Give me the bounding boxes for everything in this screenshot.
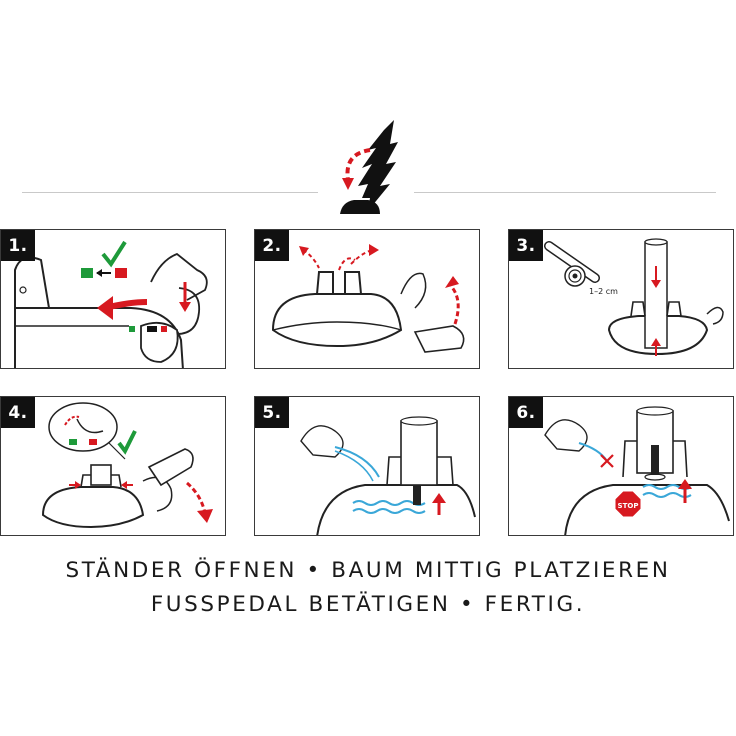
- step-2-panel: 2.: [254, 229, 480, 369]
- caption-line-1: STÄNDER ÖFFNEN • BAUM MITTIG PLATZIEREN: [65, 558, 671, 583]
- step-number: 2.: [255, 230, 289, 261]
- divider-right: [414, 192, 716, 193]
- stop-sign-label: STOP: [618, 502, 639, 510]
- tree-stand-logo-icon: [340, 120, 398, 214]
- step-6-illustration: STOP: [544, 406, 730, 535]
- step-number: 5.: [255, 397, 289, 428]
- cut-length-label: 1–2 cm: [589, 287, 618, 296]
- step-5-panel: 5.: [254, 396, 480, 536]
- step-number: 1.: [1, 230, 35, 261]
- step-1-illustration: [14, 240, 208, 368]
- step-3-panel: 1–2 cm 3.: [508, 229, 734, 369]
- caption-line-2: FUSSPEDAL BETÄTIGEN • FERTIG.: [150, 592, 586, 617]
- divider-left: [22, 192, 318, 193]
- step-4-illustration: [41, 402, 213, 529]
- step-3-illustration: 1–2 cm: [544, 238, 724, 356]
- step-5-illustration: [300, 416, 476, 535]
- step-number: 6.: [509, 397, 543, 428]
- step-6-panel: STOP 6.: [508, 396, 734, 536]
- step-number: 3.: [509, 230, 543, 261]
- step-1-panel: 1.: [0, 229, 226, 369]
- step-4-panel: 4.: [0, 396, 226, 536]
- step-number: 4.: [1, 397, 35, 428]
- step-2-illustration: [271, 244, 465, 353]
